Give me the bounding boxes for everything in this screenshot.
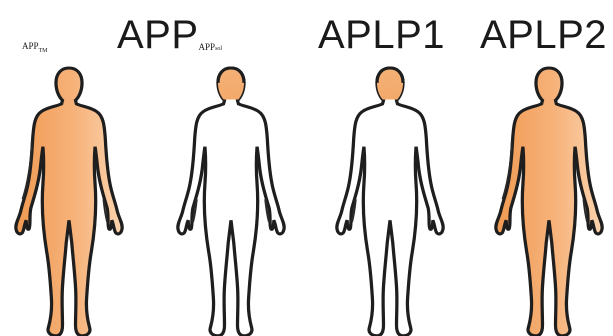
app-body	[178, 68, 284, 336]
app-tm-body	[16, 68, 122, 336]
aplp2-body	[496, 68, 602, 336]
aplp1-body	[337, 68, 443, 336]
